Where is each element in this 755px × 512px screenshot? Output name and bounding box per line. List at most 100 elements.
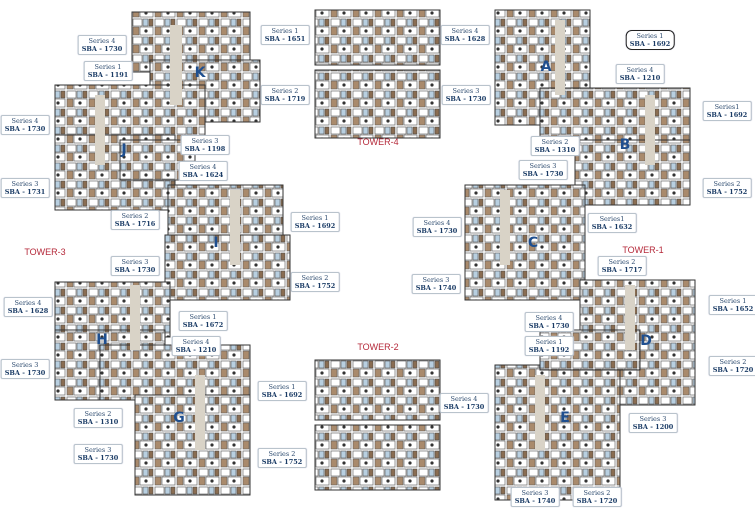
sba-value: SBA - 1632 [591,223,633,231]
series-name: Series 3 [11,361,39,369]
sba-value: SBA - 1717 [601,266,643,274]
tower-label: TOWER-2 [357,342,399,352]
series-name: Series 3 [452,87,480,95]
sba-value: SBA - 1716 [114,220,156,228]
series-name: Series 3 [422,276,450,284]
sba-value: SBA - 1692 [261,391,303,399]
apartment-wing [134,394,251,496]
series-name: Series 2 [84,410,112,418]
series-name: Series 1 [268,383,296,391]
sba-value: SBA - 1692 [706,111,748,119]
series-name: Series 3 [11,180,39,188]
apartment-wing [314,359,441,421]
series-name: Series1 [599,215,625,223]
apartment-wing [314,9,441,66]
sba-value: SBA - 1192 [528,346,570,354]
sba-value: SBA - 1730 [416,227,458,235]
block-letter: H [96,332,108,348]
sba-value: SBA - 1752 [294,282,336,290]
sba-value: SBA - 1730 [114,266,156,274]
series-name: Series 1 [94,63,122,71]
series-name: Series 4 [451,27,479,35]
sba-value: SBA - 1731 [4,188,46,196]
tower-label: TOWER-1 [622,245,664,255]
series-name: Series 4 [88,37,116,45]
series-name: Series 4 [182,338,210,346]
corridor-core [500,190,510,265]
sba-value: SBA - 1210 [619,74,661,82]
block-letter: J [121,142,127,158]
apartment-wing [54,281,171,338]
sba-value: SBA - 1730 [4,369,46,377]
sba-value: SBA - 1191 [87,71,129,79]
sba-value: SBA - 1730 [443,403,485,411]
apartment-wing [314,69,441,139]
series-name: Series 4 [450,395,478,403]
sba-value: SBA - 1730 [522,170,564,178]
apartment-wing [314,424,441,491]
apartment-wing [167,184,284,241]
series-name: Series 2 [583,489,611,497]
series-name: Series 2 [713,180,741,188]
sba-value: SBA - 1752 [261,458,303,466]
sba-value: SBA - 1692 [294,222,336,230]
sba-value: SBA - 1672 [182,321,224,329]
tower-label: TOWER-4 [357,137,399,147]
series-name: Series 2 [271,87,299,95]
series-name: Series 3 [521,489,549,497]
block-letter: E [560,410,570,426]
corridor-core [535,375,545,450]
sba-value: SBA - 1624 [182,171,224,179]
block-letter: G [173,410,185,426]
series-name: Series 2 [608,258,636,266]
sba-value: SBA - 1720 [576,497,618,505]
series-name: Series 4 [626,66,654,74]
sba-value: SBA - 1198 [184,145,226,153]
apartment-wing [54,84,206,141]
apartment-wing [574,139,691,206]
corridor-core [645,95,655,165]
series-name: Series 3 [529,162,557,170]
series-name: Series 1 [301,214,329,222]
series-name: Series 1 [719,297,747,305]
sba-value: SBA - 1730 [445,95,487,103]
corridor-core [555,20,565,95]
series-name: Series 1 [636,32,664,40]
apartment-wing [164,234,291,301]
sba-value: SBA - 1730 [528,322,570,330]
corridor-core [230,190,240,265]
block-letter: C [527,235,539,251]
series-name: Series 3 [84,446,112,454]
block-letter: A [540,59,552,75]
sba-value: SBA - 1692 [629,40,671,48]
sba-value: SBA - 1740 [514,497,556,505]
series-name: Series 2 [301,274,329,282]
